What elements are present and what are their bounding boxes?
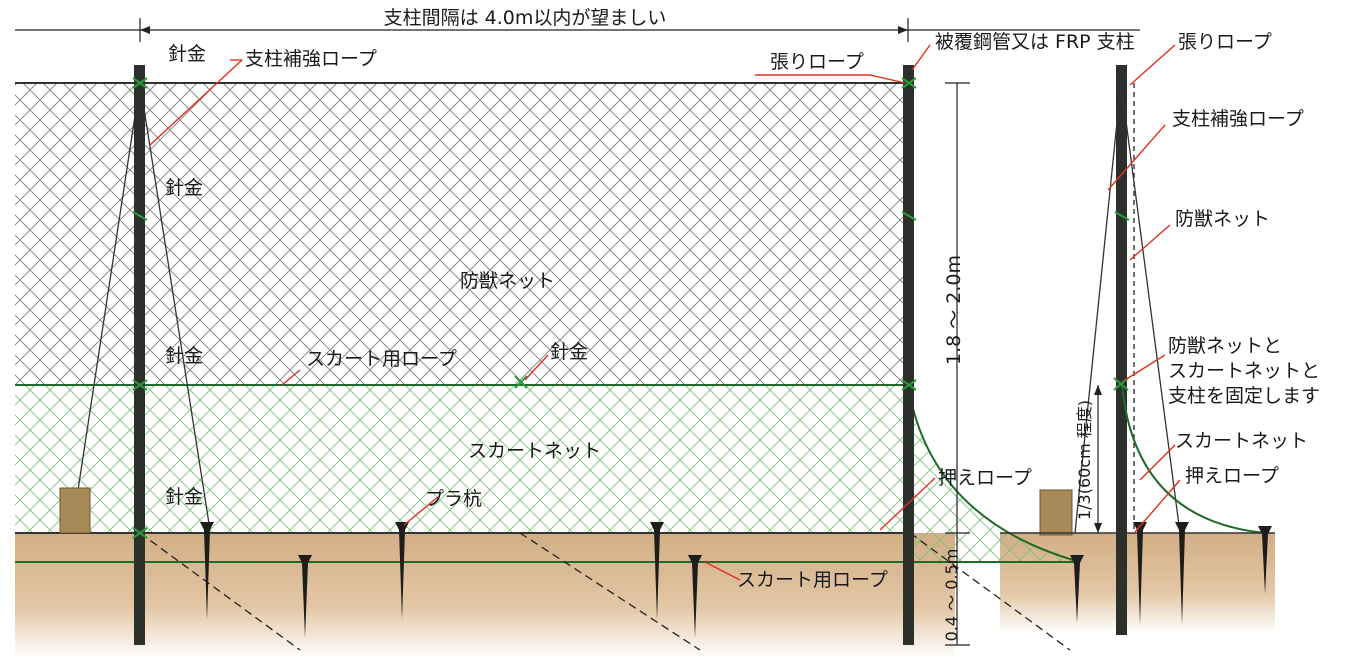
- side-stay-b: [1120, 82, 1181, 534]
- ground-main: [15, 533, 955, 658]
- dim-spacing: [15, 18, 1140, 42]
- label-side-osae-rope: 押えロープ: [1185, 465, 1279, 487]
- pegs: [200, 522, 1272, 638]
- dim-skirt: [1094, 385, 1102, 533]
- label-side-hari-rope: 張りロープ: [1178, 31, 1272, 53]
- stump-left: [59, 487, 91, 534]
- label-osae-rope: 押えロープ: [938, 467, 1032, 489]
- buried-line-1: [139, 532, 301, 651]
- stay-rope-left-a: [77, 82, 141, 491]
- label-harigane-4: 針金: [165, 486, 203, 508]
- post-right: [903, 65, 914, 645]
- label-side-skirt-net: スカートネット: [1175, 430, 1308, 452]
- post-side: [1116, 65, 1127, 635]
- label-side-shichu-hokyo-rope: 支柱補強ロープ: [1172, 108, 1304, 130]
- dim-ground-label: 0.4 ～ 0.5m: [942, 549, 961, 642]
- skirt-net-curve: [908, 385, 1080, 562]
- label-side-boju-net: 防獣ネット: [1175, 208, 1270, 230]
- label-side-fix-1: 防獣ネットと: [1168, 335, 1282, 357]
- label-skirt-net: スカートネット: [468, 440, 601, 462]
- dim-skirt-label: 1/3(60cm 程度): [1075, 400, 1094, 520]
- side-stay-a: [1074, 82, 1122, 534]
- label-side-fix-2: スカートネットと: [1168, 360, 1320, 382]
- leader-lines: [149, 44, 1181, 581]
- skirt-net-area: [15, 385, 908, 533]
- label-skirt-rope-bottom: スカート用ロープ: [737, 569, 888, 591]
- buried-line-3: [909, 532, 1071, 651]
- label-harigane-3: 針金: [165, 345, 203, 367]
- label-post-type: 被覆鋼管又は FRP 支柱: [935, 31, 1135, 53]
- label-pura-kui: プラ杭: [425, 488, 482, 510]
- label-shichu-hokyo-rope: 支柱補強ロープ: [245, 48, 377, 70]
- label-harigane-2: 針金: [165, 177, 203, 199]
- stay-rope-left-b: [139, 82, 211, 531]
- label-harigane-1: 針金: [168, 43, 206, 65]
- dim-height-label: 1.8 ～ 2.0m: [943, 255, 965, 365]
- post-left: [134, 65, 145, 645]
- dim-spacing-label: 支柱間隔は 4.0m以内が望ましい: [384, 7, 667, 29]
- label-harigane-center: 針金: [550, 341, 588, 363]
- side-skirt-curve: [1121, 384, 1266, 534]
- label-skirt-rope: スカート用ロープ: [306, 348, 457, 370]
- dim-height: [945, 82, 970, 646]
- buried-line-2: [519, 532, 701, 651]
- boju-net-area: [15, 83, 908, 385]
- label-hari-rope: 張りロープ: [770, 51, 864, 73]
- label-side-fix-3: 支柱を固定します: [1168, 385, 1320, 407]
- skirt-edge-curve: [907, 384, 1081, 563]
- stump-right: [1039, 489, 1073, 536]
- label-boju-net: 防獣ネット: [460, 270, 555, 292]
